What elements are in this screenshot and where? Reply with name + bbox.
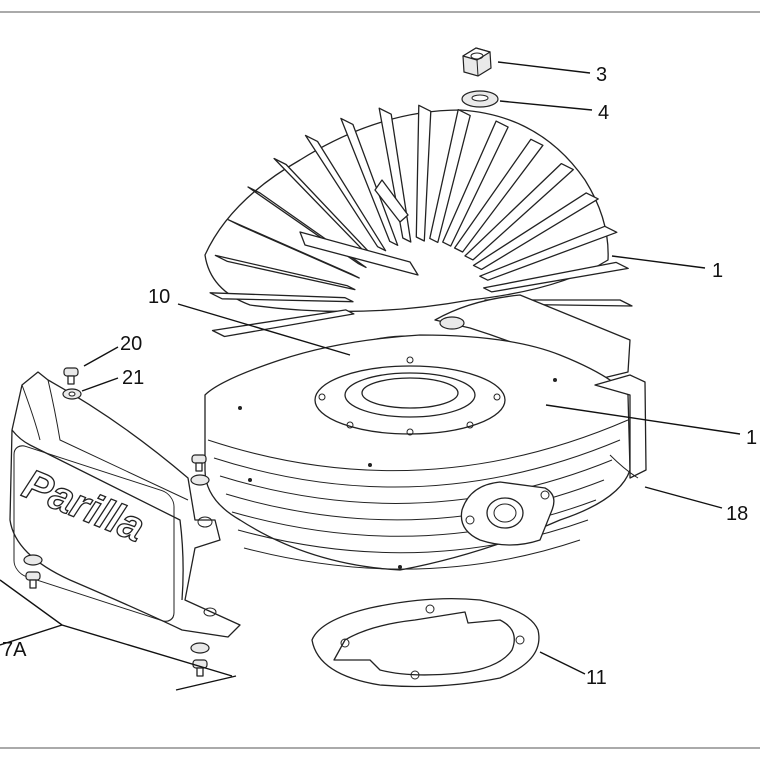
- cylinder-block-part: [204, 334, 631, 571]
- block-fin: [243, 539, 581, 570]
- head-fin: [472, 192, 599, 271]
- front-cover-part: Parilla: [9, 371, 241, 638]
- head-fin: [442, 120, 509, 247]
- head-fin: [214, 254, 356, 291]
- callout-21: 21: [122, 367, 144, 389]
- callout-1-cylinder: 1: [746, 427, 757, 449]
- screw-left-lower: [23, 554, 43, 589]
- cylinder-cover-part: [594, 374, 647, 479]
- callout-1-head: 1: [712, 260, 723, 282]
- head-fin: [340, 117, 399, 246]
- screw-right-lower: [190, 642, 210, 677]
- head-fin: [479, 225, 618, 281]
- head-fin: [453, 138, 544, 253]
- washer-part: [461, 90, 499, 108]
- block-fin: [213, 439, 621, 488]
- block-fin: [207, 419, 629, 472]
- callout-7A: 7A: [2, 639, 27, 661]
- head-fin: [211, 309, 355, 338]
- head-fin: [304, 134, 387, 252]
- cylinder-head-part: [204, 104, 633, 385]
- head-fin: [227, 219, 360, 279]
- block-fin: [219, 459, 613, 504]
- callout-18: 18: [726, 503, 748, 525]
- callout-11: 11: [586, 667, 607, 689]
- head-fin: [429, 108, 471, 244]
- screw-right-upper: [190, 454, 210, 486]
- nut-part: [462, 47, 492, 77]
- head-fin: [415, 104, 432, 242]
- base-gasket-part: [311, 597, 540, 688]
- head-fin: [483, 261, 629, 293]
- screw-20: [63, 367, 79, 385]
- head-fin: [209, 292, 354, 303]
- leader-lines: [0, 61, 741, 691]
- callout-4: 4: [598, 102, 609, 124]
- callout-20: 20: [120, 333, 142, 355]
- callout-3: 3: [596, 64, 607, 86]
- block-fin: [225, 479, 605, 521]
- callout-10: 10: [148, 286, 170, 308]
- washer-21: [62, 388, 82, 400]
- head-fin: [464, 162, 574, 261]
